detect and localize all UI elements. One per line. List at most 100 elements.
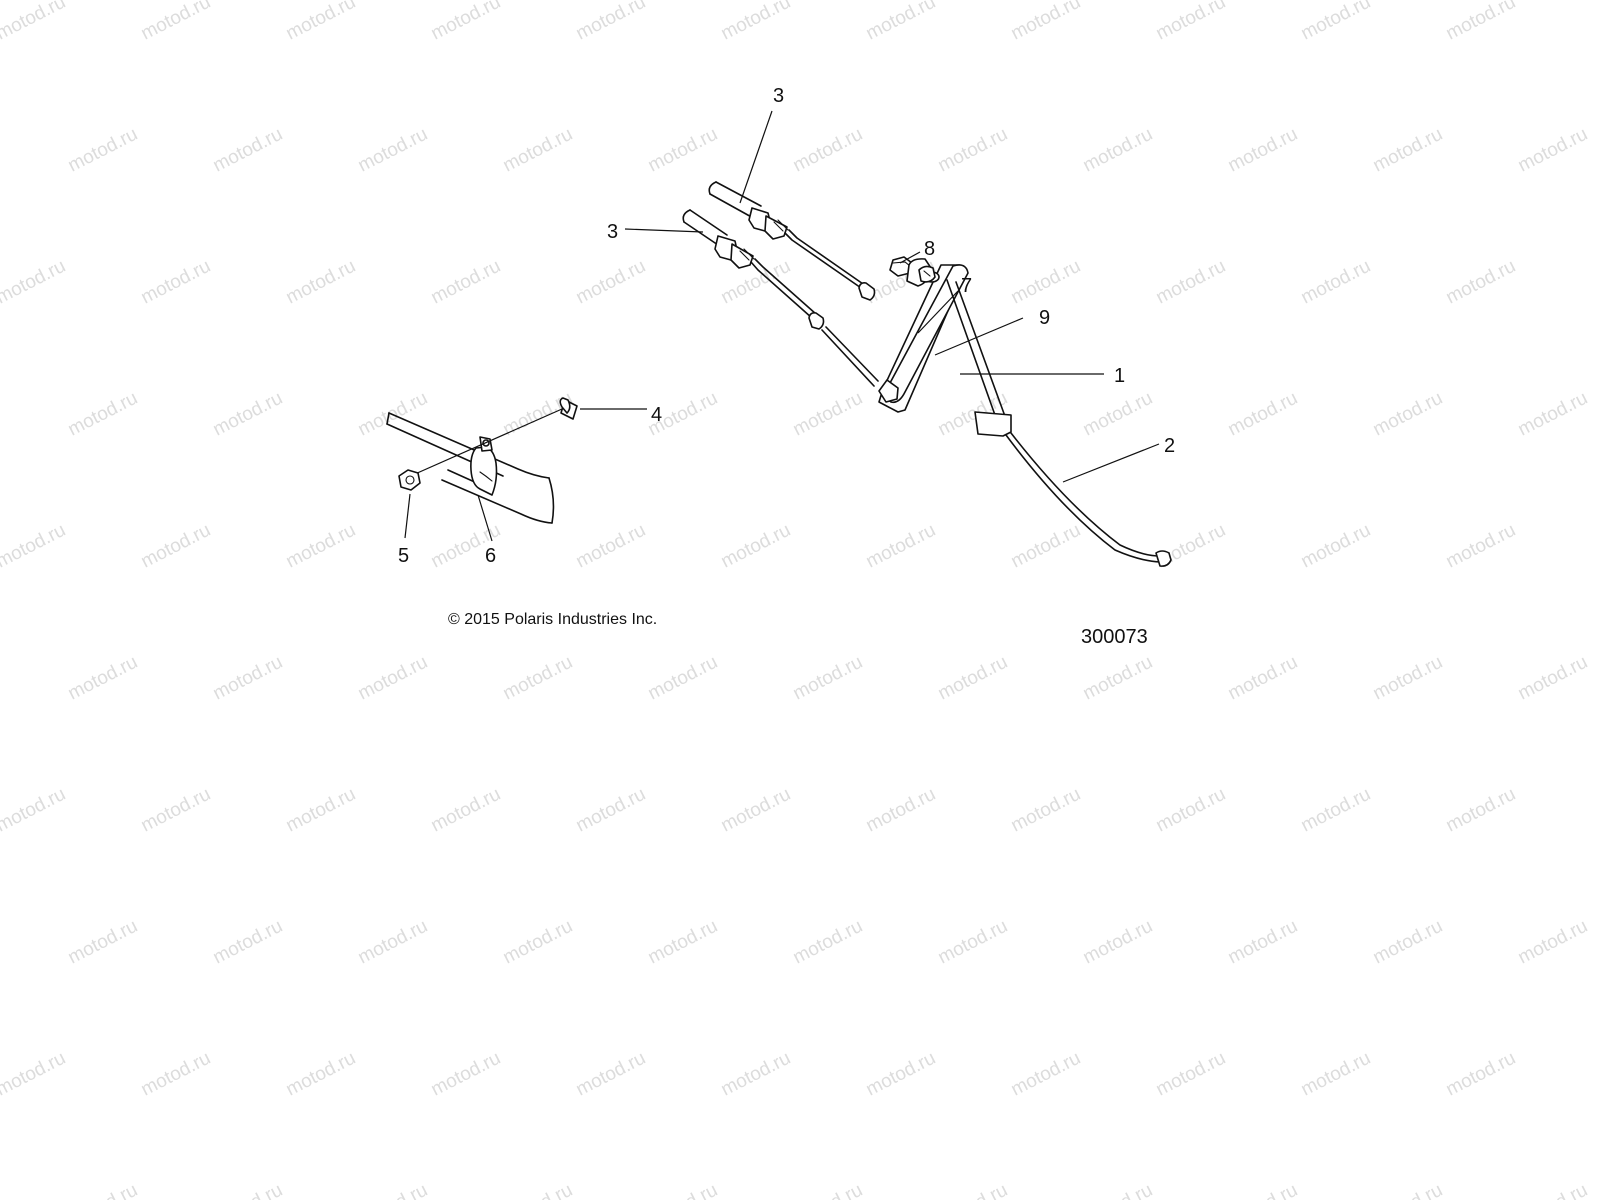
watermark-text: motod.ru (0, 1048, 69, 1101)
watermark-text: motod.ru (138, 520, 214, 573)
watermark-text: motod.ru (1153, 784, 1229, 837)
callout-3-lower: 3 (607, 221, 618, 243)
watermark-text: motod.ru (1298, 520, 1374, 573)
watermark-text: motod.ru (138, 256, 214, 309)
bolt-4 (405, 397, 578, 479)
watermark-text: motod.ru (790, 916, 866, 969)
watermark-text: motod.ru (1515, 1180, 1591, 1200)
watermark-text: motod.ru (65, 388, 141, 441)
watermark-text: motod.ru (283, 256, 359, 309)
watermark-text: motod.ru (645, 1180, 721, 1200)
watermark-text: motod.ru (428, 1048, 504, 1101)
watermark-text: motod.ru (138, 0, 214, 44)
watermark-text: motod.ru (718, 256, 794, 309)
callout-labels: 3 3 8 7 9 1 2 4 5 6 (398, 85, 1175, 567)
watermark-text: motod.ru (428, 784, 504, 837)
watermark-text: motod.ru (1153, 1048, 1229, 1101)
watermark-text: motod.ru (1443, 520, 1519, 573)
watermark-text: motod.ru (573, 256, 649, 309)
watermark-text: motod.ru (1443, 784, 1519, 837)
watermark-text: motod.ru (210, 1180, 286, 1200)
watermark-text: motod.ru (863, 0, 939, 44)
clamp-6 (470, 436, 498, 496)
watermark-text: motod.ru (138, 1048, 214, 1101)
nut-5 (398, 469, 421, 491)
watermark-text: motod.ru (935, 916, 1011, 969)
watermark-text: motod.ru (428, 0, 504, 44)
callout-3-upper: 3 (773, 85, 784, 107)
watermark-text: motod.ru (1008, 0, 1084, 44)
watermark-text: motod.ru (790, 388, 866, 441)
watermark-text: motod.ru (1153, 256, 1229, 309)
watermark-text: motod.ru (0, 520, 69, 573)
watermark-text: motod.ru (428, 256, 504, 309)
watermark-text: motod.ru (500, 916, 576, 969)
watermark-text: motod.ru (0, 0, 69, 44)
watermark-text: motod.ru (1370, 916, 1446, 969)
watermark-text: motod.ru (1443, 256, 1519, 309)
watermark-text: motod.ru (790, 652, 866, 705)
watermark-text: motod.ru (1298, 256, 1374, 309)
cable-3-upper (708, 181, 876, 301)
watermark-text: motod.ru (573, 520, 649, 573)
watermark-text: motod.ru (645, 652, 721, 705)
watermark-text: motod.ru (645, 124, 721, 177)
watermark-text: motod.ru (935, 1180, 1011, 1200)
watermark-text: motod.ru (1008, 784, 1084, 837)
watermark-text: motod.ru (1225, 388, 1301, 441)
watermark-text: motod.ru (1080, 124, 1156, 177)
watermark-text: motod.ru (1225, 652, 1301, 705)
leader-7 (917, 290, 959, 334)
watermark-text: motod.ru (1515, 124, 1591, 177)
watermark-text: motod.ru (210, 916, 286, 969)
watermark-text: motod.ru (863, 520, 939, 573)
watermark-text: motod.ru (1515, 388, 1591, 441)
watermark-text: motod.ru (1225, 916, 1301, 969)
watermark-text: motod.ru (1298, 1048, 1374, 1101)
callout-7: 7 (961, 275, 972, 297)
watermark-text: motod.ru (1225, 1180, 1301, 1200)
watermark-text: motod.ru (1515, 652, 1591, 705)
watermark-text: motod.ru (1153, 0, 1229, 44)
watermark-text: motod.ru (1443, 1048, 1519, 1101)
watermark-text: motod.ru (355, 916, 431, 969)
watermark-text: motod.ru (1080, 388, 1156, 441)
watermark-text: motod.ru (355, 124, 431, 177)
watermark-text: motod.ru (500, 652, 576, 705)
copyright-notice: © 2015 Polaris Industries Inc. (448, 611, 658, 628)
watermark-text: motod.ru (718, 1048, 794, 1101)
watermark-text: motod.ru (718, 0, 794, 44)
watermark-text: motod.ru (1080, 652, 1156, 705)
leader-2 (1062, 443, 1160, 483)
watermark-text: motod.ru (1298, 784, 1374, 837)
watermark-text: motod.ru (0, 256, 69, 309)
leader-lines (404, 110, 1160, 542)
callout-4: 4 (651, 404, 662, 426)
watermark-text: motod.ru (573, 0, 649, 44)
leader-3-lower (624, 228, 704, 233)
watermark-text: motod.ru (283, 0, 359, 44)
watermark-text: motod.ru (790, 1180, 866, 1200)
watermark-text: motod.ru (863, 784, 939, 837)
bolt-9 (918, 265, 936, 283)
watermark-text: motod.ru (1370, 388, 1446, 441)
leader-8 (899, 251, 921, 264)
leader-9 (934, 317, 1024, 356)
watermark-text: motod.ru (500, 124, 576, 177)
callout-5: 5 (398, 545, 409, 567)
callout-6: 6 (485, 545, 496, 567)
watermark-text: motod.ru (645, 916, 721, 969)
watermark-text: motod.ru (573, 1048, 649, 1101)
callout-9: 9 (1039, 307, 1050, 329)
watermark-text: motod.ru (65, 1180, 141, 1200)
watermark-text: motod.ru (355, 652, 431, 705)
watermark-text: motod.ru (500, 1180, 576, 1200)
figure-number: 300073 (1081, 626, 1148, 648)
watermark-text: motod.ru (283, 520, 359, 573)
watermark-text: motod.ru (1370, 652, 1446, 705)
cable-3-lower (682, 209, 879, 387)
watermark-text: motod.ru (138, 784, 214, 837)
